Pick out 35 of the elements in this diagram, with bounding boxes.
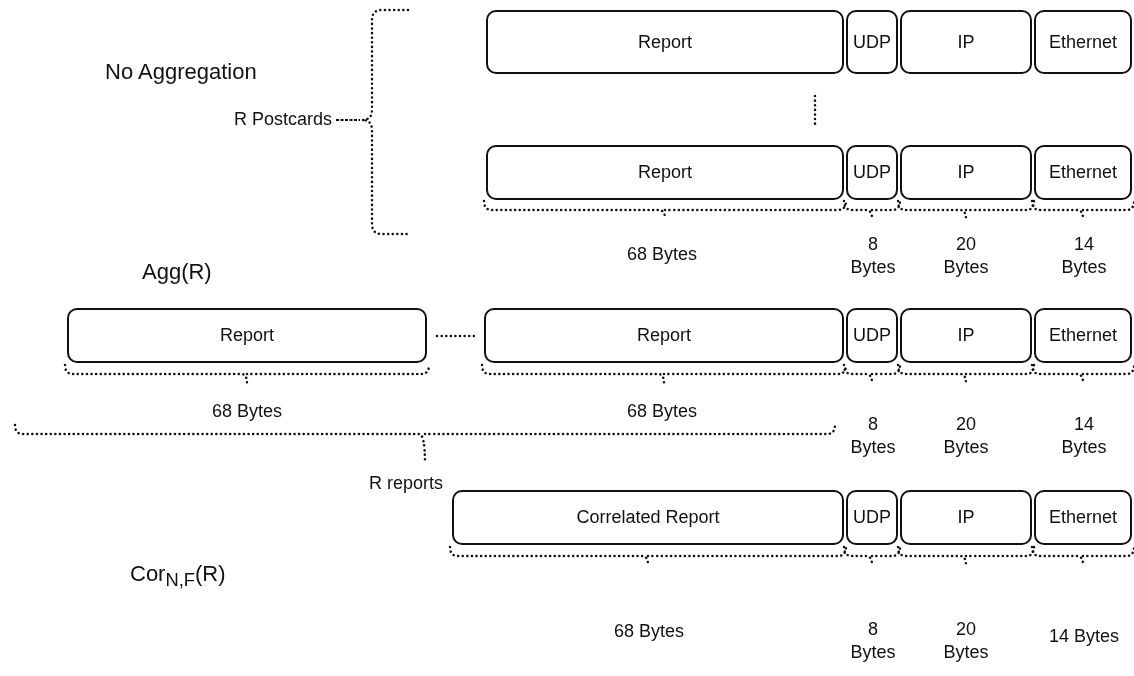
packet-field-box: Report	[486, 145, 844, 200]
size-label: 20 Bytes	[942, 618, 990, 665]
size-label: 20 Bytes	[942, 233, 990, 280]
size-label: 8 Bytes	[849, 618, 897, 665]
packet-field-box: UDP	[846, 10, 898, 74]
packet-field-box: Report	[486, 10, 844, 74]
size-label: 20 Bytes	[942, 413, 990, 460]
size-label: R reports	[369, 472, 444, 495]
packet-field-box: Report	[484, 308, 844, 363]
packet-field-box: IP	[900, 145, 1032, 200]
size-label: 14 Bytes	[1060, 413, 1108, 460]
size-label: 14 Bytes	[1060, 233, 1108, 280]
size-label: 68 Bytes	[627, 243, 698, 266]
packet-field-box: Ethernet	[1034, 145, 1132, 200]
size-label: 68 Bytes	[614, 620, 685, 643]
size-label: 68 Bytes	[212, 400, 283, 423]
size-label: 68 Bytes	[627, 400, 698, 423]
packet-field-box: IP	[900, 308, 1032, 363]
size-label: R Postcards	[234, 108, 333, 131]
packet-field-box: Correlated Report	[452, 490, 844, 545]
packet-field-box: IP	[900, 10, 1032, 74]
size-label: 8 Bytes	[849, 413, 897, 460]
row-heading: No Aggregation	[105, 58, 257, 86]
packet-field-box: UDP	[846, 308, 898, 363]
packet-field-box: UDP	[846, 145, 898, 200]
size-label: 8 Bytes	[849, 233, 897, 280]
packet-field-box: Report	[67, 308, 427, 363]
size-label: 14 Bytes	[1049, 625, 1120, 648]
packet-field-box: Ethernet	[1034, 308, 1132, 363]
row-heading: Agg(R)	[142, 258, 212, 286]
packet-field-box: IP	[900, 490, 1032, 545]
row-heading: Cor$_{N,F}$(R)	[130, 560, 226, 593]
packet-field-box: UDP	[846, 490, 898, 545]
packet-field-box: Ethernet	[1034, 490, 1132, 545]
packet-field-box: Ethernet	[1034, 10, 1132, 74]
